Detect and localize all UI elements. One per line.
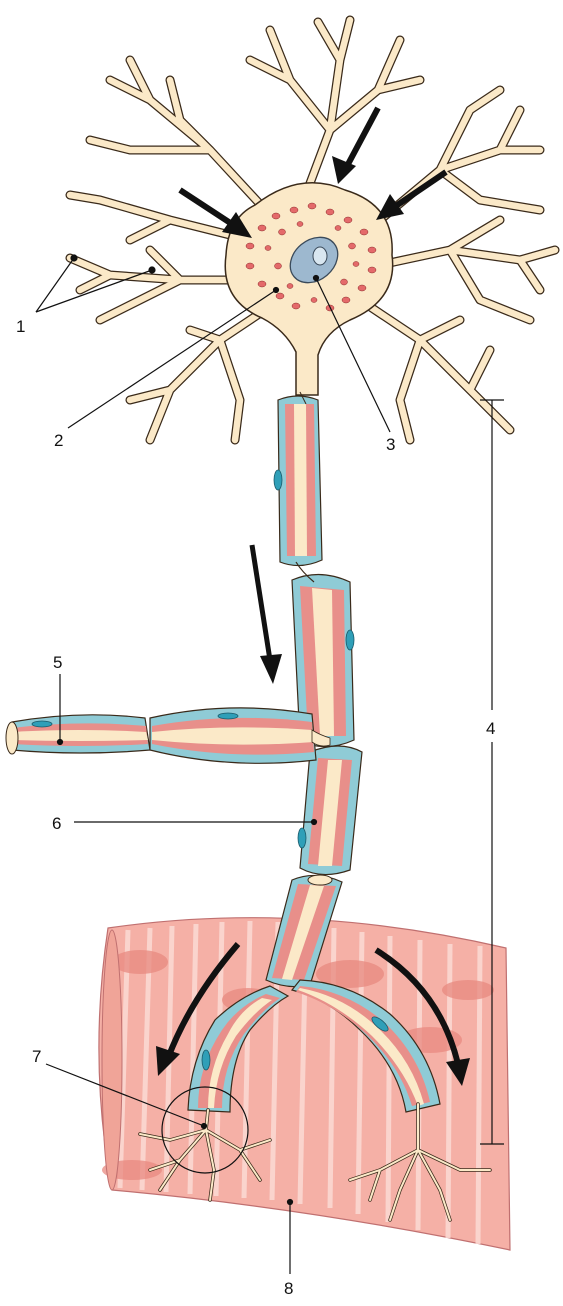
label-7: 7	[32, 1047, 41, 1066]
signal-arrow	[376, 172, 446, 220]
myelin-sheath	[274, 396, 322, 566]
label-2: 2	[54, 431, 63, 450]
axon-collateral	[6, 708, 330, 763]
signal-arrow	[252, 545, 282, 684]
label-6: 6	[52, 814, 61, 833]
label-8: 8	[284, 1279, 293, 1298]
label-3: 3	[386, 435, 395, 454]
label-1: 1	[16, 317, 25, 336]
cell-body	[225, 183, 392, 395]
myelin-sheath	[298, 746, 362, 875]
label-5: 5	[53, 653, 62, 672]
label-4: 4	[486, 719, 495, 738]
